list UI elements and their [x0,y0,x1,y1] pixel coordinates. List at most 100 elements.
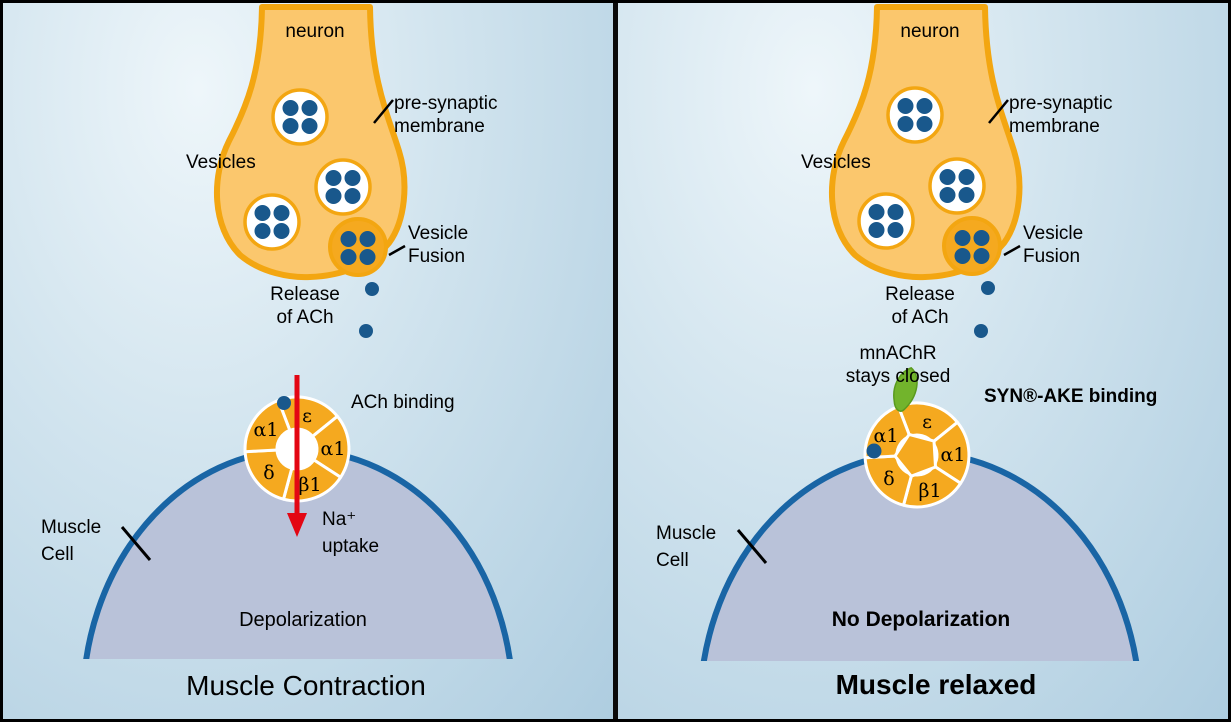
receptor-closed-gate [893,432,937,478]
receptor-subunit-label: α1 [321,438,346,460]
vesicle-dot [939,169,956,185]
vesicle [271,88,329,146]
vesicle-dot [301,100,318,116]
neuron-label: neuron [900,21,960,42]
presynaptic-membrane-label: pre-synaptic membrane [394,92,498,138]
receptor-subunit-label: α1 [254,419,279,441]
synake-binding-label: SYN®-AKE binding [984,386,1158,407]
presynaptic-line2: membrane [394,116,485,137]
fusion-line2: Fusion [1023,246,1081,267]
synake-molecule-icon [893,366,918,412]
vesicle-dot [325,188,342,204]
receptor-subunit-label: δ [263,462,274,484]
receptor-open: α1 ε α1 β1 δ [243,395,351,503]
vesicle [928,157,986,215]
muscle-cell-label: Muscle Cell [41,514,101,568]
vesicle-dot [887,204,904,220]
vesicle-dot [301,118,318,134]
vesicle-dot [954,248,971,264]
vesicle-fusion-label: Vesicle Fusion [1023,222,1083,268]
vesicle-dot [868,222,885,238]
vesicle-dot [340,231,357,247]
vesicle-dot [282,100,299,116]
vesicle-dot [344,188,361,204]
release-of-ach-label: Release of ACh [885,283,955,329]
vesicle-dot [973,230,990,246]
na-line2: uptake [322,536,380,557]
fusion-line2: Fusion [408,246,466,267]
vesicles-label: Vesicles [186,152,256,173]
vesicle-dot [954,230,971,246]
mnachr-stays-closed-label: mnAChR stays closed [846,342,951,388]
vesicle-dot [273,205,290,221]
vesicle-dot [973,248,990,264]
na-line1: Na⁺ [322,509,357,530]
vesicle-dot [958,187,975,203]
vesicle-dot [887,222,904,238]
na-uptake-label: Na⁺ uptake [322,506,379,560]
release-line2: of ACh [276,307,334,328]
panel-title-relaxed: Muscle relaxed [835,669,1037,700]
ach-dot [974,324,988,338]
muscle-line2: Cell [41,544,74,565]
vesicle-dot [958,169,975,185]
vesicle-dot [325,170,342,186]
fusing-vesicle [328,217,388,277]
vesicle-fusion-label: Vesicle Fusion [408,222,468,268]
ach-binding-label: ACh binding [351,392,455,413]
receptor-subunit-label: α1 [874,425,899,447]
vesicle-dot [868,204,885,220]
vesicle-dot [273,223,290,239]
fusion-line1: Vesicle [1023,223,1084,244]
ach-dot [365,282,379,296]
mnachr-line2: stays closed [845,366,951,387]
receptor-closed: α1 ε α1 β1 δ [863,401,971,509]
ach-dot-bound [277,396,291,410]
muscle-cell-pointer-line [120,526,152,561]
presynaptic-pointer-line [373,99,394,124]
presynaptic-line1: pre-synaptic [1009,93,1113,114]
muscle-line1: Muscle [41,517,102,538]
panel-title-contraction: Muscle Contraction [186,670,426,701]
muscle-line2: Cell [656,550,689,571]
arrowhead [287,513,307,537]
release-line2: of ACh [891,307,949,328]
ach-dot [359,324,373,338]
receptor-subunit-label: β1 [298,474,321,496]
vesicle-dot [897,116,914,132]
panel-divider [613,3,618,719]
vesicle-dot [916,116,933,132]
release-line1: Release [885,284,955,305]
no-depolarization-label: No Depolarization [831,608,1011,631]
fusion-pointer-line [1003,244,1021,257]
vesicle-dot [340,249,357,265]
vesicle-dot [916,98,933,114]
receptor-subunit-label: α1 [941,444,966,466]
vesicle-dot [897,98,914,114]
relaxed-diagram: α1 ε α1 β1 δ [700,4,1140,661]
ach-dot-blocked [866,443,882,459]
vesicle-dot [359,231,376,247]
fusing-vesicle [942,216,1002,276]
muscle-line1: Muscle [656,523,717,544]
vesicle-dot [282,118,299,134]
mnachr-line1: mnAChR [859,343,937,364]
fusion-line1: Vesicle [408,223,469,244]
fusion-pointer-line [388,244,406,257]
panel-muscle-contraction: α1 ε α1 β1 δ neuron Vesicles pre-synapti… [3,3,613,719]
presynaptic-line1: pre-synaptic [394,93,498,114]
contraction-diagram: α1 ε α1 β1 δ [83,4,513,659]
vesicle [314,158,372,216]
neuron-label: neuron [285,21,345,42]
vesicles-label: Vesicles [801,152,871,173]
receptor-subunit-label: δ [883,468,894,490]
receptor-subunit-label: ε [302,405,312,427]
vesicle-dot [359,249,376,265]
muscle-cell-pointer-line [736,529,768,564]
vesicle-dot [254,205,271,221]
vesicle [857,192,915,250]
release-of-ach-label: Release of ACh [270,283,340,329]
receptor-subunit-label: ε [922,411,932,433]
ach-dot [981,281,995,295]
